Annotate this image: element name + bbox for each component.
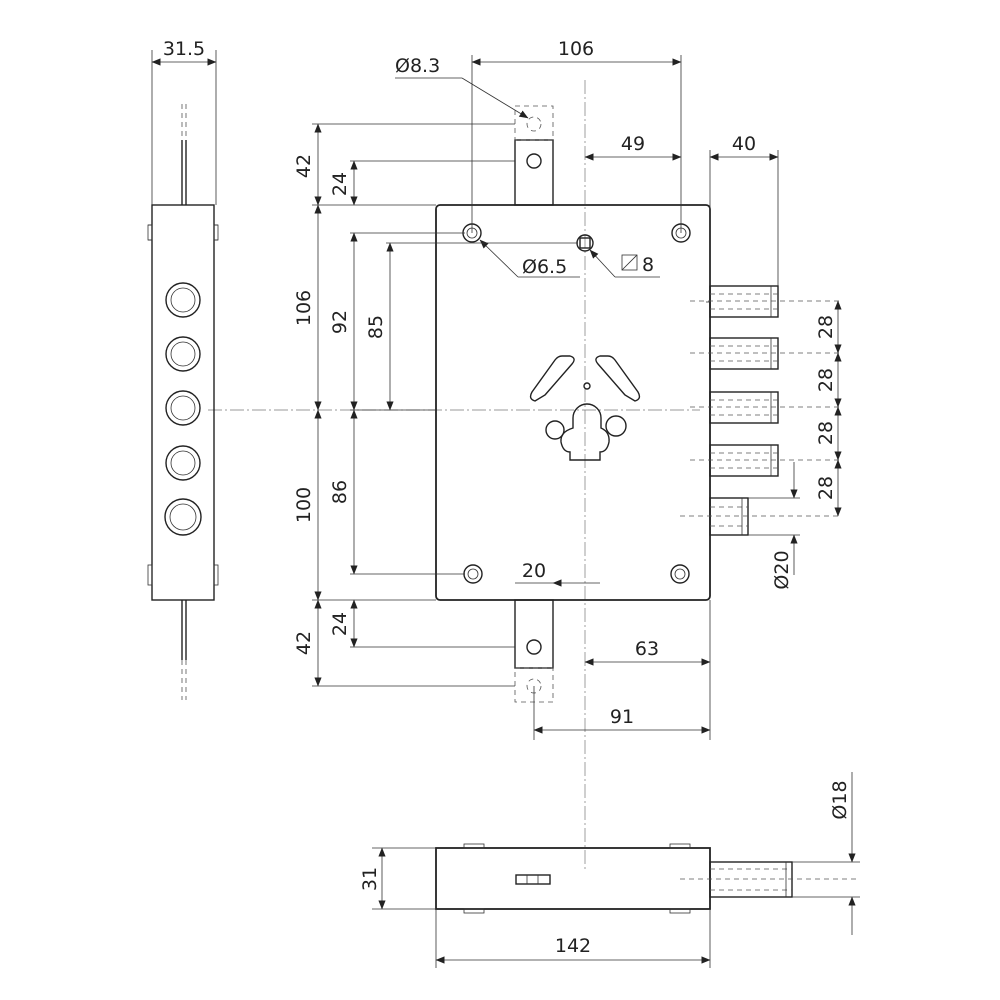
dim-plate-lower: 100: [293, 487, 315, 523]
side-bolt-3: [165, 390, 201, 426]
dimensions-bottom: 20 63 91: [515, 560, 711, 740]
bottom-view: 31 142 Ø18: [359, 772, 860, 968]
mounting-hole-bottom-left: [463, 564, 483, 584]
dim-thickness: 31: [359, 867, 381, 891]
dimensions-top: Ø8.3 106 49 40 Ø6.5 8: [395, 38, 779, 286]
dim-square-8: 8: [642, 254, 654, 276]
dim-bolt-length: 40: [732, 133, 756, 155]
dim-upper-92: 92: [329, 310, 351, 334]
dim-offset-49: 49: [621, 133, 645, 155]
side-bolt-1: [165, 282, 201, 318]
dimensions-right: 28 28 28 28 Ø20: [748, 300, 842, 590]
dim-side-width: 31.5: [163, 38, 205, 60]
bottom-bolt: [680, 861, 860, 898]
side-view: 31.5: [147, 38, 219, 700]
dim-bolt-pitch-1: 28: [815, 315, 837, 339]
dim-hole-dia-small: Ø6.5: [522, 256, 567, 278]
cylinder-cutout: [529, 355, 641, 461]
dim-upper-85: 85: [365, 315, 387, 339]
dim-rod-20: 20: [522, 560, 546, 582]
side-bolt-5: [164, 498, 202, 536]
rod-slot: [515, 874, 551, 885]
bolt-5: [709, 497, 749, 536]
top-rod: [514, 105, 554, 206]
lock-plate: [435, 204, 711, 601]
side-bolt-2: [165, 336, 201, 372]
bottom-body: [435, 847, 711, 910]
side-body: [151, 204, 215, 601]
mounting-hole-bottom-right: [670, 564, 690, 584]
dim-offset-91: 91: [610, 706, 634, 728]
dim-lower-86: 86: [329, 480, 351, 504]
side-bolt-4: [165, 445, 201, 481]
dim-bottom-inner: 24: [329, 612, 351, 636]
center-lines: [208, 80, 700, 870]
dim-bolt-pitch-3: 28: [815, 421, 837, 445]
bolt-3: [709, 391, 779, 424]
bolts: [680, 285, 840, 536]
dim-plate-upper: 106: [293, 290, 315, 326]
dim-bolt-pitch-2: 28: [815, 368, 837, 392]
dim-top-total: 42: [293, 154, 315, 178]
front-view: Ø8.3 106 49 40 Ø6.5 8: [293, 38, 842, 740]
dim-offset-63: 63: [635, 638, 659, 660]
bolt-4: [709, 444, 779, 477]
dim-bottom-total: 42: [293, 631, 315, 655]
dim-top-inner: 24: [329, 172, 351, 196]
dim-width-142: 142: [555, 935, 591, 957]
dim-bolt-dia-bottom: Ø18: [829, 780, 851, 819]
dim-bolt-pitch-4: 28: [815, 476, 837, 500]
dimensions-left: 42 24 106 92 85 100 86 24 42: [293, 123, 578, 687]
dim-hole-spacing: 106: [558, 38, 594, 60]
bolt-2: [709, 337, 779, 370]
dim-hole-dia-top: Ø8.3: [395, 55, 440, 77]
bolt-1: [706, 285, 779, 318]
dim-bolt-dia: Ø20: [771, 550, 793, 589]
